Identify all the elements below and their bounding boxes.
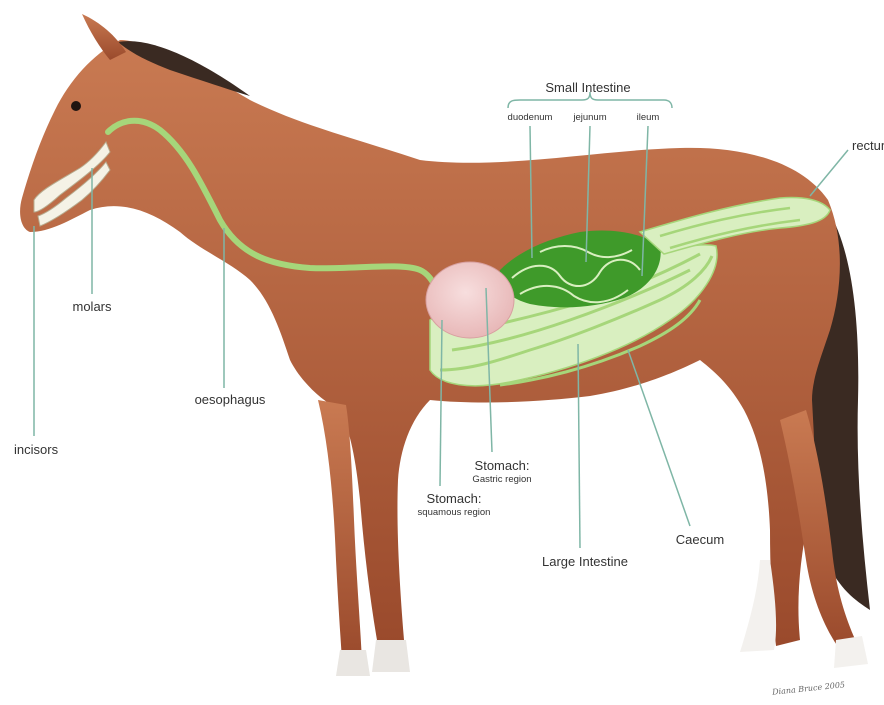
hind-hoof-2 [834, 636, 868, 668]
stomach [426, 262, 514, 338]
label-large-intestine: Large Intestine [542, 554, 628, 569]
leader-rectum [810, 150, 848, 196]
horse-eye [71, 101, 81, 111]
hind-hoof [740, 560, 776, 652]
label-rectum: rectum [852, 138, 884, 153]
label-oesophagus: oesophagus [195, 392, 266, 407]
front-hoof-2 [372, 640, 410, 672]
label-stomach-squamous: Stomach: squamous region [418, 491, 491, 518]
label-incisors: incisors [14, 442, 58, 457]
label-molars: molars [72, 299, 111, 314]
front-hoof [336, 650, 370, 676]
label-small-intestine: Small Intestine [545, 80, 630, 95]
stomach-squamous-title: Stomach: [427, 491, 482, 506]
stomach-squamous-sub: squamous region [418, 507, 491, 518]
label-jejunum: jejunum [573, 112, 606, 123]
stomach-gastric-title: Stomach: [475, 458, 530, 473]
stomach-gastric-sub: Gastric region [472, 474, 531, 485]
label-caecum: Caecum [676, 532, 724, 547]
label-ileum: ileum [637, 112, 660, 123]
label-duodenum: duodenum [508, 112, 553, 123]
label-stomach-gastric: Stomach: Gastric region [472, 458, 531, 485]
